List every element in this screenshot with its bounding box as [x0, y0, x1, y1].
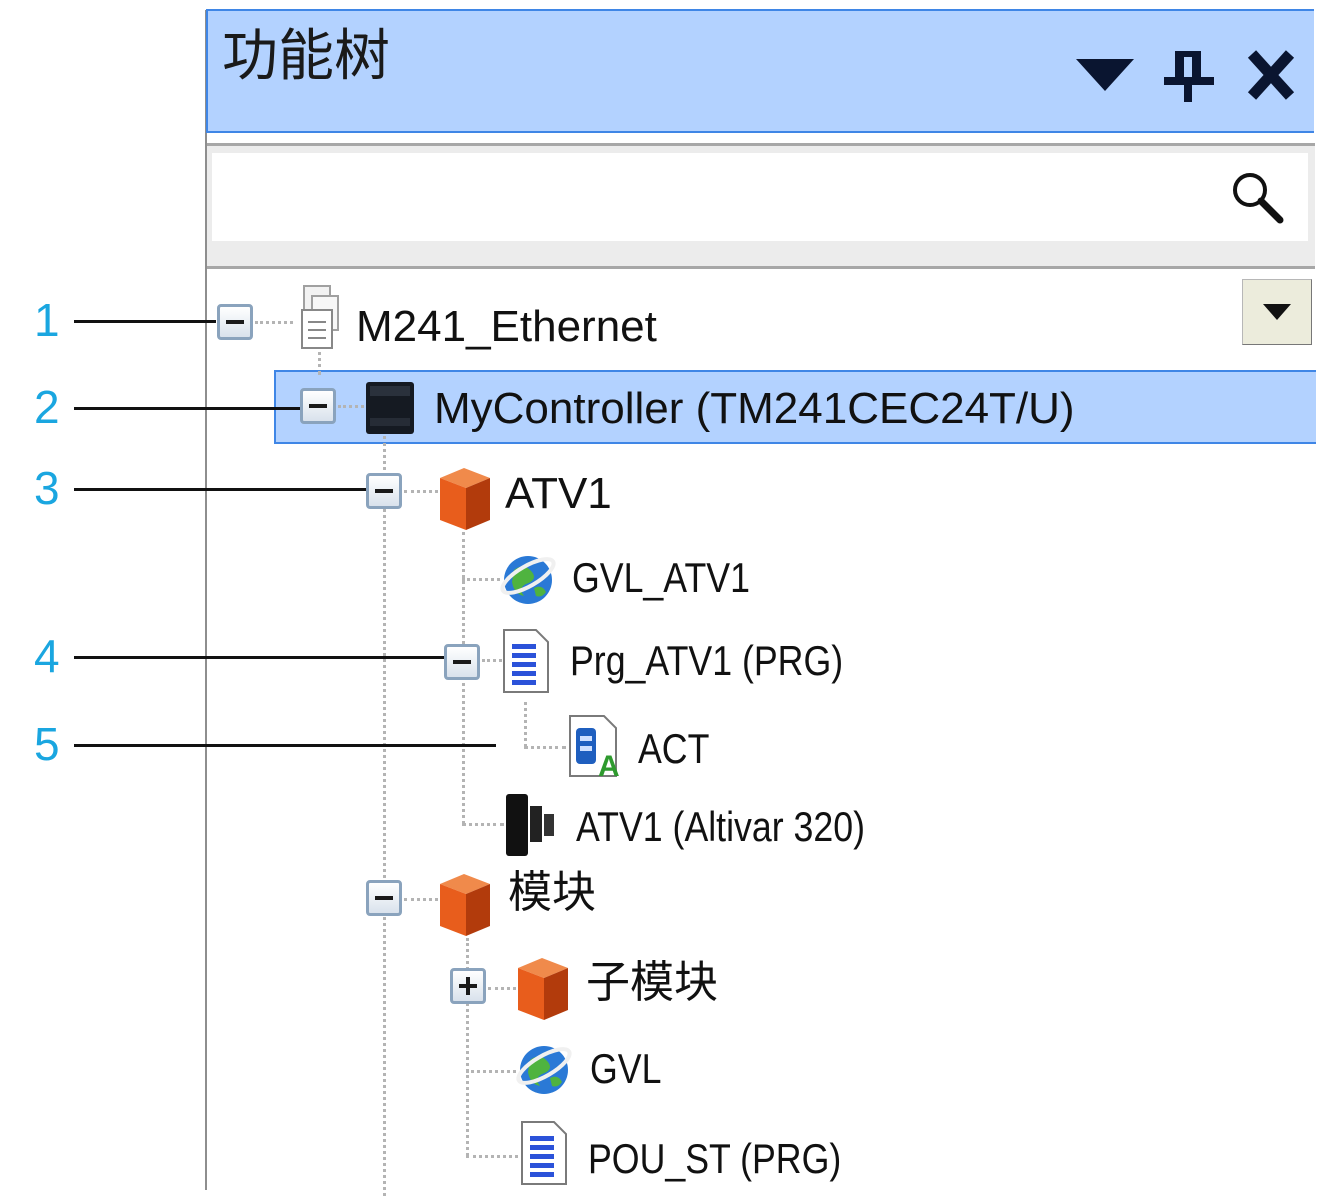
tree-connector — [383, 436, 386, 1196]
callout-line-2 — [74, 407, 300, 410]
search-input[interactable] — [212, 153, 1308, 241]
tree-label-prg-atv1[interactable]: Prg_ATV1 (PRG) — [570, 637, 844, 684]
pin-icon[interactable] — [1162, 48, 1216, 104]
callout-number-3: 3 — [34, 462, 60, 514]
collapse-toggle-atv1-folder[interactable] — [366, 473, 402, 509]
panel-left-border — [205, 10, 207, 1190]
tree-label-root[interactable]: M241_Ethernet — [356, 302, 657, 351]
callout-line-1 — [74, 320, 216, 323]
controller-device-icon — [366, 382, 414, 434]
callout-line-3 — [74, 488, 366, 491]
tree-connector — [318, 345, 321, 375]
tree-connector — [466, 1155, 518, 1158]
project-documents-icon — [301, 285, 339, 349]
callout-number-5: 5 — [34, 718, 60, 770]
folder-cube-icon — [440, 874, 490, 936]
tree-connector — [524, 746, 566, 749]
tree-connector — [488, 987, 516, 990]
expand-toggle-submodule-folder[interactable] — [450, 968, 486, 1004]
tree-connector — [482, 659, 502, 662]
tree-label-pou-st[interactable]: POU_ST (PRG) — [588, 1135, 842, 1182]
callout-line-4 — [74, 656, 444, 659]
collapse-toggle-module-folder[interactable] — [366, 880, 402, 916]
global-variable-list-icon — [516, 1046, 572, 1094]
tree-label-atv1-folder[interactable]: ATV1 — [505, 469, 612, 518]
program-pou-icon — [521, 1121, 567, 1185]
folder-cube-icon — [440, 468, 490, 530]
collapse-toggle-prg-atv1[interactable] — [444, 644, 480, 680]
close-icon[interactable] — [1244, 48, 1298, 102]
dropdown-triangle-icon[interactable] — [1074, 55, 1136, 95]
action-icon: A — [569, 715, 620, 780]
svg-text:A: A — [598, 750, 620, 780]
panel-title: 功能树 — [222, 24, 390, 87]
tree-connector — [338, 405, 364, 408]
callout-number-2: 2 — [34, 381, 60, 433]
tree-connector — [524, 702, 527, 747]
callout-number-4: 4 — [34, 630, 60, 682]
search-area — [207, 143, 1315, 269]
tree-connector — [404, 898, 438, 901]
tree-label-submodule-folder[interactable]: 子模块 — [586, 957, 718, 1008]
collapse-toggle-controller[interactable] — [300, 388, 336, 424]
tree-connector — [462, 578, 500, 581]
tree-label-act[interactable]: ACT — [638, 725, 710, 772]
panel-title-bar — [206, 9, 1314, 133]
selected-row-highlight — [274, 370, 1316, 444]
tree-connector — [466, 1070, 516, 1073]
drive-device-icon — [506, 794, 554, 856]
tree-label-module-folder[interactable]: 模块 — [508, 867, 596, 918]
tree-dropdown-button[interactable] — [1242, 279, 1312, 345]
tree-label-gvl[interactable]: GVL — [590, 1045, 662, 1092]
callout-line-5 — [74, 744, 496, 747]
tree-label-atv1-device[interactable]: ATV1 (Altivar 320) — [576, 803, 865, 850]
folder-cube-icon — [518, 958, 568, 1020]
collapse-toggle-root[interactable] — [217, 304, 253, 340]
tree-label-controller[interactable]: MyController (TM241CEC24T/U) — [434, 384, 1075, 433]
global-variable-list-icon — [500, 556, 556, 604]
program-pou-icon — [503, 629, 549, 693]
callout-number-1: 1 — [34, 294, 60, 346]
tree-connector — [466, 938, 469, 1156]
search-icon[interactable] — [1230, 170, 1286, 226]
tree-label-gvl-atv1[interactable]: GVL_ATV1 — [572, 554, 750, 601]
chevron-down-icon — [1263, 304, 1291, 320]
tree-connector — [255, 321, 293, 324]
tree-connector — [404, 490, 438, 493]
tree-connector — [462, 823, 504, 826]
